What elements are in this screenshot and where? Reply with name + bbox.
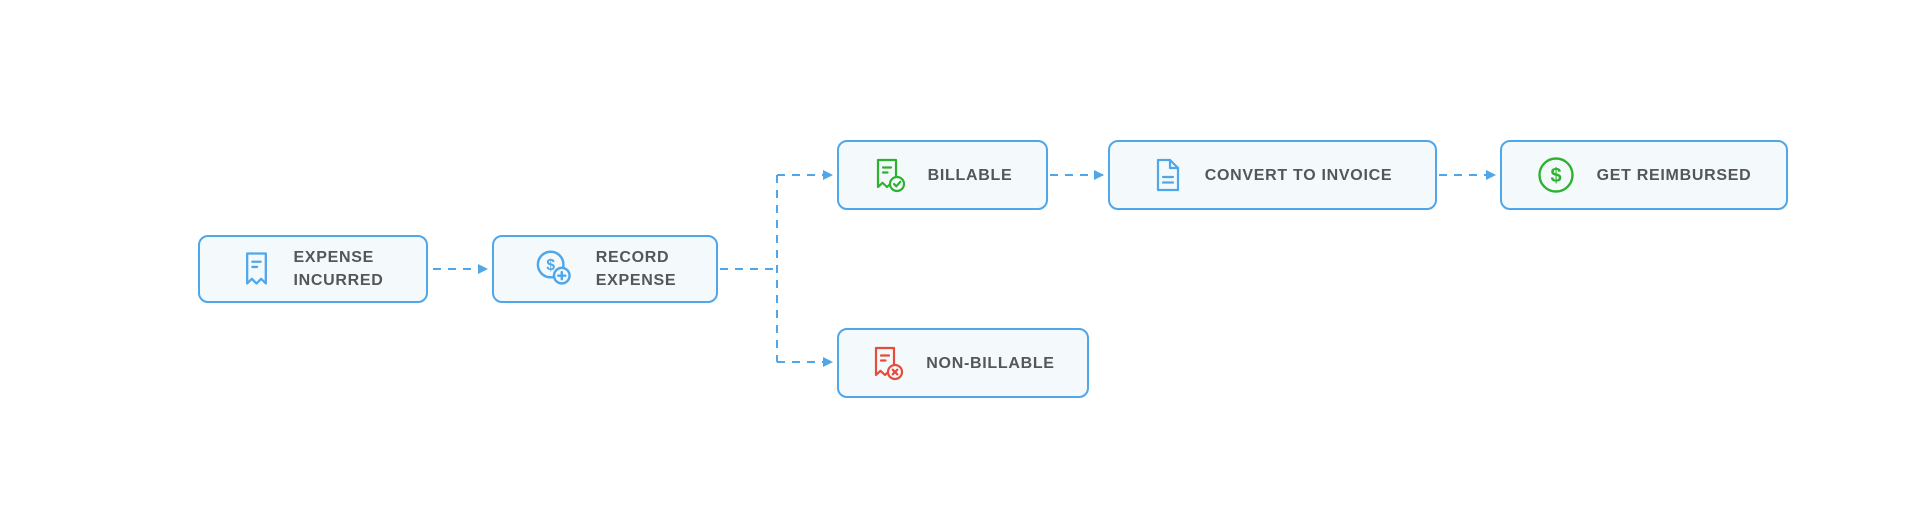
node-convert-to-invoice: CONVERT TO INVOICE bbox=[1108, 140, 1437, 210]
svg-text:$: $ bbox=[546, 257, 555, 274]
receipt-icon bbox=[242, 250, 271, 288]
node-label: NON-BILLABLE bbox=[926, 354, 1055, 372]
node-label: CONVERT TO INVOICE bbox=[1204, 166, 1393, 184]
node-record-expense: $ RECORD EXPENSE bbox=[492, 235, 718, 303]
node-non-billable: NON-BILLABLE bbox=[837, 328, 1089, 398]
node-label: EXPENSE INCURRED bbox=[293, 249, 384, 289]
dollar-circle-icon: $ bbox=[1537, 156, 1575, 194]
node-label: BILLABLE bbox=[927, 166, 1013, 184]
receipt-cross-icon bbox=[871, 345, 904, 382]
node-expense-incurred: EXPENSE INCURRED bbox=[198, 235, 428, 303]
node-label: GET REIMBURSED bbox=[1596, 166, 1752, 184]
node-get-reimbursed: $ GET REIMBURSED bbox=[1500, 140, 1788, 210]
svg-text:$: $ bbox=[1550, 165, 1561, 187]
node-billable: BILLABLE bbox=[837, 140, 1048, 210]
add-expense-icon: $ bbox=[534, 249, 574, 289]
receipt-check-icon bbox=[873, 157, 906, 194]
invoice-document-icon bbox=[1153, 157, 1183, 193]
node-label: RECORD EXPENSE bbox=[595, 249, 677, 289]
